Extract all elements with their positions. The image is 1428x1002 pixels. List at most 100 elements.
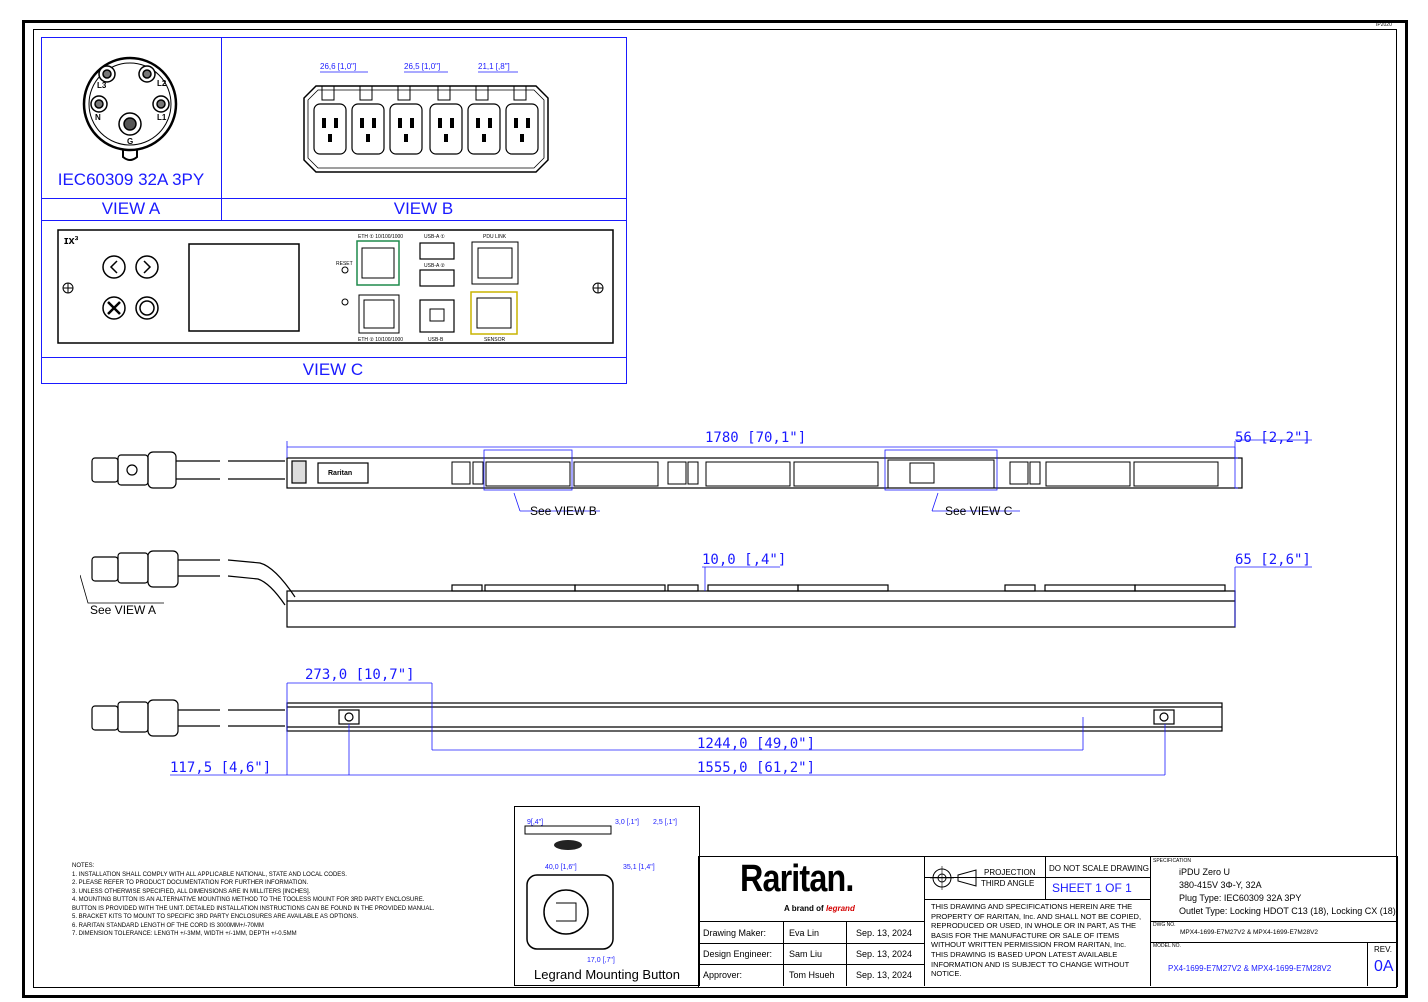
pin-label-l2: L2 (157, 79, 167, 88)
note-line: 7. DIMENSION TOLERANCE: LENGTH +/-3MM, W… (72, 931, 297, 937)
mount-dim-3: 2,5 [,1"] (653, 819, 677, 826)
ix3-logo: ɪx³ (64, 235, 79, 247)
tb-role-0: Drawing Maker: (703, 928, 767, 938)
view-b-title: VIEW B (393, 199, 454, 218)
sensor-label: SENSOR (484, 337, 506, 343)
rear-view-drawing: 273,0 [10,7"] 1244,0 [49,0"] 117,5 [4,6"… (91, 667, 1223, 776)
note-line: 3. UNLESS OTHERWISE SPECIFIED, ALL DIMEN… (72, 888, 311, 895)
notes-heading: NOTES: (72, 863, 95, 869)
side-depth-dim: 65 [2,6"] (1235, 552, 1311, 568)
sheet-label: SHEET 1 OF 1 (1052, 881, 1132, 895)
spec-line-3: Outlet Type: Locking HDOT C13 (18), Lock… (1179, 906, 1396, 916)
projection-value: THIRD ANGLE (981, 879, 1035, 888)
mount-dim-1: 9[,4"] (527, 819, 543, 826)
outlet-group-drawing: 26,6 [1,0"] 26,5 [1,0"] 21,1 [,8"] (303, 62, 549, 173)
note-line: 1. INSTALLATION SHALL COMPLY WITH ALL AP… (72, 871, 347, 878)
rev-value: 0A (1374, 958, 1394, 975)
tb-name-1: Sam Liu (789, 949, 823, 959)
tb-line-v4 (1367, 942, 1368, 986)
model-no-label: MODEL NO. (1153, 943, 1181, 949)
tb-role-1: Design Engineer: (703, 949, 773, 959)
front-view-drawing: Raritan 1780 [70,1"] 56 [2,2"] See VIEW … (91, 430, 1312, 518)
note-line: 4. MOUNTING BUTTON IS AN ALTERNATIVE MOU… (72, 897, 425, 903)
tb-name-2: Tom Hsueh (789, 970, 835, 980)
rear-dim-1244: 1244,0 [49,0"] (697, 736, 815, 752)
view-c-label-line (41, 357, 626, 358)
dwg-no-label: DWG NO. (1153, 922, 1176, 928)
mount-button-drawing: 9[,4"] 3,0 [,1"] 2,5 [,1"] 40,0 [1,6"] 3… (524, 819, 677, 964)
tb-date-1: Sep. 13, 2024 (856, 949, 913, 959)
usb-b-label: USB-B (428, 337, 444, 343)
spec-line-1: 380-415V 3Φ-Y, 32A (1179, 880, 1262, 890)
pin-label-g: G (127, 137, 133, 146)
tb-line-h4 (698, 943, 924, 944)
tb-line-h6 (1150, 921, 1396, 922)
see-view-b-label: See VIEW B (530, 504, 597, 518)
eth2-label: ETH ② 10/100/1000 (358, 337, 403, 343)
tb-date-0: Sep. 13, 2024 (856, 928, 913, 938)
view-a-plug-label: IEC60309 32A 3PY (57, 170, 205, 189)
tb-line-v5 (783, 921, 784, 986)
view-c-title: VIEW C (302, 360, 364, 379)
view-b-dim-1: 26,6 [1,0"] (320, 62, 356, 71)
projection-label: PROJECTION (984, 868, 1036, 877)
view-a-title: VIEW A (101, 199, 161, 218)
tb-line-h3 (698, 921, 924, 922)
tb-line-h2 (924, 899, 1150, 900)
spec-line-2: Plug Type: IEC60309 32A 3PY (1179, 893, 1302, 903)
raritan-logo: Raritan. (740, 858, 854, 900)
tagline: A brand of legrand (784, 904, 855, 913)
notes-block: NOTES: 1. INSTALLATION SHALL COMPLY WITH… (72, 862, 434, 939)
eth1-label: ETH ① 10/100/1000 (358, 234, 403, 240)
side-offset-dim: 10,0 [,4"] (702, 552, 786, 568)
mount-dim-6: 17,0 [,7"] (587, 957, 615, 964)
side-view-drawing: 10,0 [,4"] 65 [2,6"] See VIEW A (80, 550, 1312, 628)
corner-code: IP2020 (1376, 22, 1392, 28)
see-view-c-label: See VIEW C (945, 504, 1013, 518)
view-b-dim-2: 26,5 [1,0"] (404, 62, 440, 71)
tb-line-v2 (1045, 856, 1046, 900)
disclaimer-text: THIS DRAWING AND SPECIFICATIONS HEREIN A… (931, 902, 1142, 979)
rev-label: REV. (1374, 945, 1392, 954)
front-width-dim: 56 [2,2"] (1235, 430, 1311, 446)
view-ab-label-line (41, 198, 626, 199)
tb-date-2: Sep. 13, 2024 (856, 970, 913, 980)
controller-panel-drawing: ɪx³ RESET ETH ① 10/100/1000 ETH ② 10/100… (57, 229, 614, 344)
tb-line-h5 (698, 964, 924, 965)
front-length-dim: 1780 [70,1"] (705, 430, 806, 446)
note-line: 5. BRACKET KITS TO MOUNT TO SPECIFIC 3RD… (72, 914, 359, 920)
tb-line-v6 (846, 921, 847, 986)
note-line: 6. RARITAN STANDARD LENGTH OF THE CORD I… (72, 922, 264, 929)
rear-dim-1555: 1555,0 [61,2"] (697, 760, 815, 776)
view-c-frame (41, 220, 627, 384)
do-not-scale-label: DO NOT SCALE DRAWING (1049, 864, 1150, 873)
tb-line-v1 (924, 856, 925, 986)
tb-role-2: Approver: (703, 970, 743, 980)
rear-dim-273: 273,0 [10,7"] (305, 667, 415, 683)
usb-a1-label: USB-A ① (424, 234, 445, 240)
tb-name-0: Eva Lin (789, 928, 820, 938)
tb-line-h1 (924, 877, 1150, 878)
view-b-dim-3: 21,1 [,8"] (478, 62, 510, 71)
outer-border (22, 20, 1408, 998)
see-view-a-label: See VIEW A (90, 603, 156, 617)
reset-label: RESET (336, 261, 353, 267)
note-line: 2. PLEASE REFER TO PRODUCT DOCUMENTATION… (72, 880, 309, 886)
usb-a2-label: USB-A ② (424, 263, 445, 269)
mount-detail-title: Legrand Mounting Button (534, 967, 680, 982)
pdu-link-label: PDU LINK (483, 234, 507, 240)
model-no-value: PX4-1699-E7M27V2 & MPX4-1699-E7M28V2 (1168, 964, 1332, 973)
view-ab-divider (221, 37, 222, 220)
mount-detail-frame (514, 806, 700, 986)
dwg-no-value: MPX4-1699-E7M27V2 & MPX4-1699-E7M28V2 (1180, 929, 1319, 936)
pin-label-l3: L3 (97, 81, 107, 90)
legrand-brand: legrand (825, 904, 855, 913)
mount-dim-5: 35,1 [1,4"] (623, 864, 655, 871)
note-line: BUTTON IS PROVIDED WITH THE UNIT. DETAIL… (72, 905, 435, 912)
tagline-prefix: A brand of (784, 904, 824, 913)
plug-face-drawing: L3 L2 N L1 G (82, 56, 178, 161)
mount-dim-2: 3,0 [,1"] (615, 819, 639, 826)
rear-dim-117: 117,5 [4,6"] (170, 760, 271, 776)
inner-border (33, 29, 1397, 988)
front-brand-badge: Raritan (328, 470, 352, 477)
